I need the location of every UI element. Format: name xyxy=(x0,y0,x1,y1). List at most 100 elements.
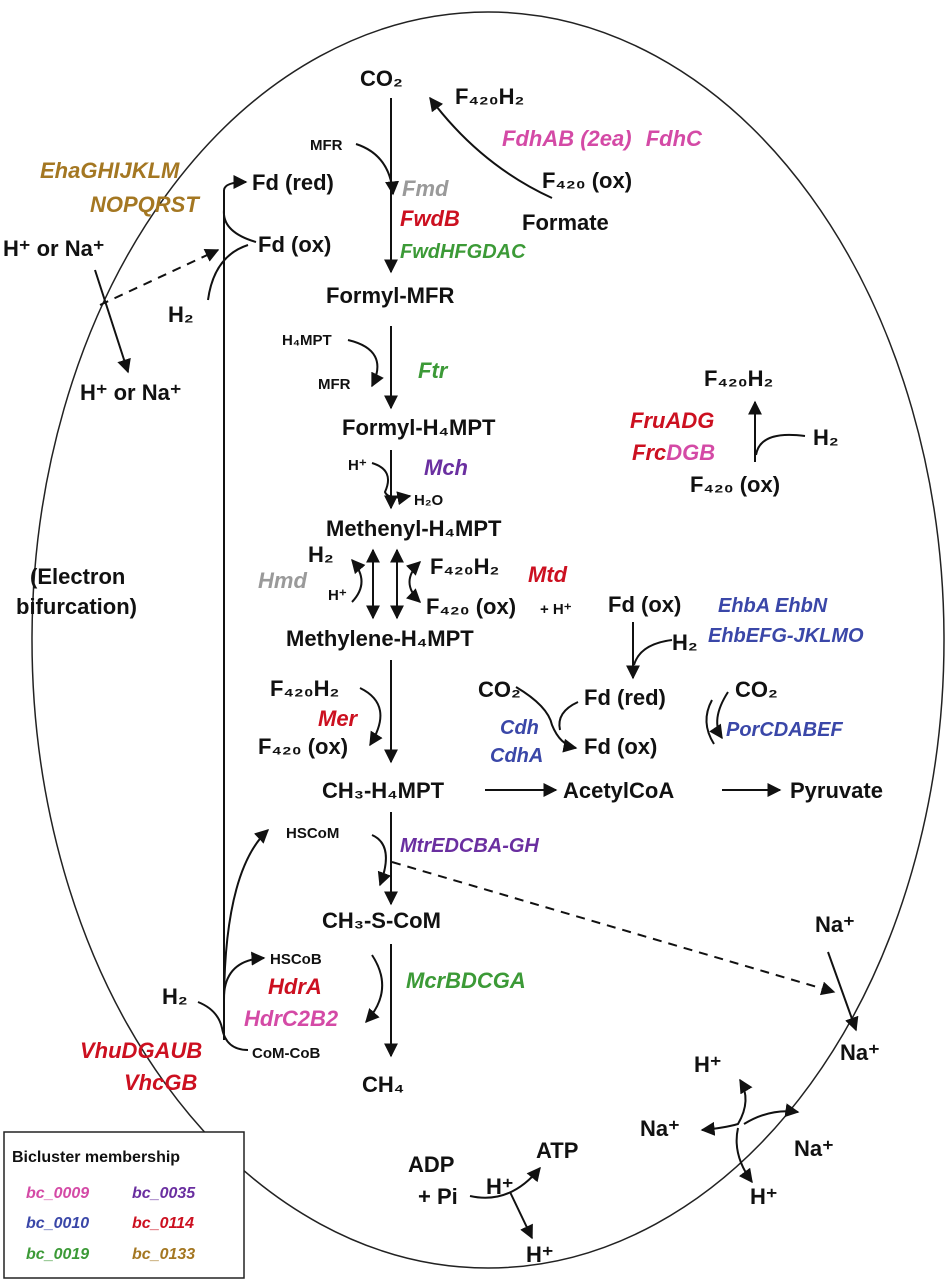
h2-vhu-label: H₂ xyxy=(162,984,188,1009)
h-plus-exchanger-top-label: H⁺ xyxy=(694,1052,722,1077)
h-plus-mch-label: H⁺ xyxy=(348,457,367,474)
electron-bifurcation-label-1: (Electron xyxy=(30,564,125,589)
h2-ehb-label: H₂ xyxy=(672,630,698,655)
enzyme-cdha: CdhA xyxy=(490,745,543,767)
enzyme-eha-2: NOPQRST xyxy=(90,192,200,217)
atp-label: ATP xyxy=(536,1138,578,1163)
ch3-s-com-label: CH₃-S-CoM xyxy=(322,908,441,933)
h2-fru-label: H₂ xyxy=(813,425,839,450)
h-plus-mtd-label: + H⁺ xyxy=(540,601,572,618)
legend-item-bc-0019: bc_0019 xyxy=(26,1246,89,1263)
line-fd-ox xyxy=(222,209,257,243)
methylene-h4mpt-label: Methylene-H₄MPT xyxy=(286,626,474,651)
legend-item-bc-0009: bc_0009 xyxy=(26,1185,89,1202)
mfr-in-label: MFR xyxy=(310,137,343,154)
line-h2-vhu xyxy=(197,1001,249,1051)
arrow-to-hscom xyxy=(223,829,270,1001)
arrow-mfr-in xyxy=(355,143,400,196)
arrow-formate-to-co2 xyxy=(429,96,553,199)
formyl-h4mpt-label: Formyl-H₄MPT xyxy=(342,415,496,440)
enzyme-mtd: Mtd xyxy=(528,562,568,587)
f420-ox-top-label: F₄₂₀ (ox) xyxy=(542,168,632,193)
arrow-antiporter-left xyxy=(700,1078,753,1136)
arrow-ion-translocation-eha xyxy=(94,269,131,374)
co2-por-label: CO₂ xyxy=(735,677,778,702)
line-h2-fru xyxy=(755,433,806,456)
arrow-hscob-com-cob xyxy=(365,954,384,1024)
mfr-out-label: MFR xyxy=(318,376,351,393)
h2-left-label: H₂ xyxy=(168,302,194,327)
legend-item-bc-0133: bc_0133 xyxy=(132,1246,195,1263)
enzyme-fruadg: FruADG xyxy=(630,408,714,433)
h2-hmd-label: H₂ xyxy=(308,542,334,567)
arrow-antiporter-bottom xyxy=(735,1127,753,1184)
enzyme-hdra: HdrA xyxy=(268,974,322,999)
arrow-mer-f420 xyxy=(359,687,383,747)
enzyme-mch: Mch xyxy=(424,455,468,480)
ion-left-top-label: H⁺ or Na⁺ xyxy=(3,236,104,261)
formyl-mfr-label: Formyl-MFR xyxy=(326,283,454,308)
cell-membrane xyxy=(31,11,945,1269)
enzyme-mer: Mer xyxy=(318,706,359,731)
fd-ox-top-label: Fd (ox) xyxy=(258,232,331,257)
enzyme-mcr-part2: BDCGA xyxy=(445,968,526,993)
acetylcoa-label: AcetylCoA xyxy=(563,778,674,803)
fd-red-top-label: Fd (red) xyxy=(252,170,334,195)
f420-ox-mer-label: F₄₂₀ (ox) xyxy=(258,734,348,759)
hscom-label: HSCoM xyxy=(286,825,339,842)
na-right-bottom-label: Na⁺ xyxy=(840,1040,880,1065)
arrow-na-translocation xyxy=(827,951,859,1032)
fd-red-mid-label: Fd (red) xyxy=(584,685,666,710)
electron-bifurcation-label-2: bifurcation) xyxy=(16,594,137,619)
legend-title: Bicluster membership xyxy=(12,1149,180,1166)
na-exchanger-right-label: Na⁺ xyxy=(794,1136,834,1161)
arrow-adp-to-atp xyxy=(469,1166,541,1199)
f420h2-mer-label: F₄₂₀H₂ xyxy=(270,676,339,701)
enzyme-mcr-part1: Mcr xyxy=(406,968,447,993)
ch4-label: CH₄ xyxy=(362,1072,404,1097)
enzyme-frc-part2: DGB xyxy=(666,440,715,465)
ion-left-bottom-label: H⁺ or Na⁺ xyxy=(80,380,181,405)
f420h2-mtd-label: F₄₂₀H₂ xyxy=(430,554,499,579)
na-right-top-label: Na⁺ xyxy=(815,912,855,937)
enzyme-ehb-1: EhbA EhbN xyxy=(718,595,828,617)
h-plus-exchanger-bottom-label: H⁺ xyxy=(750,1184,778,1209)
enzyme-ehb-2: EhbEFG-JKLMO xyxy=(708,625,864,647)
h4mpt-in-label: H₄MPT xyxy=(282,332,332,349)
legend-item-bc-0114: bc_0114 xyxy=(132,1215,194,1232)
enzyme-mtr: MtrEDCBA-GH xyxy=(400,835,539,857)
enzyme-frc-part1: Frc xyxy=(632,440,666,465)
line-fd-por xyxy=(705,699,715,745)
legend: Bicluster membership bc_0009 bc_0035 bc_… xyxy=(3,1131,245,1279)
na-exchanger-left-label: Na⁺ xyxy=(640,1116,680,1141)
com-cob-label: CoM-CoB xyxy=(252,1045,320,1062)
arrow-co2-cdh xyxy=(515,686,578,753)
co2-top-label: CO₂ xyxy=(360,66,403,91)
enzyme-vhcgb: VhcGB xyxy=(124,1070,197,1095)
methenyl-h4mpt-label: Methenyl-H₄MPT xyxy=(326,516,502,541)
line-fd-red-cdh xyxy=(558,701,579,731)
pi-label: + Pi xyxy=(418,1184,458,1209)
arrow-h-plus-atp xyxy=(509,1191,533,1240)
h-plus-hmd-label: H⁺ xyxy=(328,587,347,604)
enzyme-vhudgaub: VhuDGAUB xyxy=(80,1038,202,1063)
arrow-hscom-in xyxy=(371,834,391,887)
enzyme-eha-1: EhaGHIJKLM xyxy=(40,158,180,183)
fd-ox-ehb-label: Fd (ox) xyxy=(608,592,681,617)
enzyme-hdrc2b2: HdrC2B2 xyxy=(244,1006,339,1031)
hscob-label: HSCoB xyxy=(270,951,322,968)
h-plus-atp-top-label: H⁺ xyxy=(486,1174,514,1199)
dashed-ion-gradient-eha xyxy=(99,248,220,306)
enzyme-hmd: Hmd xyxy=(258,568,307,593)
arrow-antiporter-right xyxy=(743,1103,800,1125)
adp-label: ADP xyxy=(408,1152,454,1177)
f420-ox-mtd-label: F₄₂₀ (ox) xyxy=(426,594,516,619)
enzyme-mcr: McrBDCGA xyxy=(406,968,526,993)
arrow-h2-h-plus xyxy=(351,558,366,603)
h2o-label: H₂O xyxy=(414,492,443,509)
enzyme-fwdb: FwdB xyxy=(400,206,460,231)
legend-item-bc-0035: bc_0035 xyxy=(132,1185,196,1202)
enzyme-fdhc: FdhC xyxy=(646,126,703,151)
fd-ox-mid-label: Fd (ox) xyxy=(584,734,657,759)
